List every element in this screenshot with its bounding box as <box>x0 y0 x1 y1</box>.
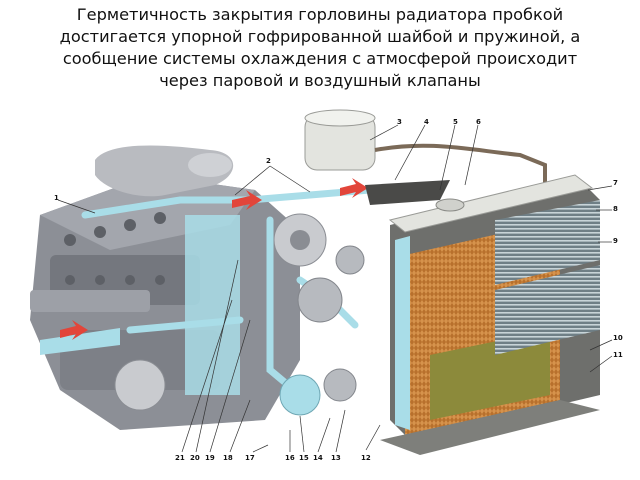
callout-5: 5 <box>453 118 458 126</box>
callout-11: 11 <box>613 351 623 359</box>
callout-12: 12 <box>361 454 371 462</box>
callout-18: 18 <box>223 454 233 462</box>
callout-16: 16 <box>285 454 295 462</box>
callout-2: 2 <box>266 157 271 165</box>
callout-15: 15 <box>299 454 309 462</box>
callout-14: 14 <box>313 454 323 462</box>
air-intake <box>95 145 234 197</box>
callout-7: 7 <box>613 179 618 187</box>
callout-numbers: 1 2 3 4 5 6 7 8 9 10 11 12 13 14 15 16 1… <box>54 118 623 462</box>
caption: Герметичность закрытия горловины радиато… <box>0 4 640 92</box>
callout-6: 6 <box>476 118 481 126</box>
callout-1: 1 <box>54 194 59 202</box>
flow-arrows <box>60 178 368 340</box>
caption-line-1: Герметичность закрытия горловины радиато… <box>76 5 564 24</box>
callout-9: 9 <box>613 237 618 245</box>
caption-line-3: сообщение системы охлаждения с атмосферо… <box>62 49 578 68</box>
callout-8: 8 <box>613 205 618 213</box>
callout-3: 3 <box>397 118 402 126</box>
fan-drive <box>114 213 365 416</box>
callout-leaders <box>57 124 613 453</box>
radiator <box>365 174 600 455</box>
callout-13: 13 <box>331 454 341 462</box>
callout-20: 20 <box>190 454 200 462</box>
caption-line-4: через паровой и воздушный клапаны <box>159 71 481 90</box>
callout-21: 21 <box>175 454 185 462</box>
callout-17: 17 <box>245 454 255 462</box>
expansion-tank <box>304 109 547 190</box>
callout-19: 19 <box>205 454 215 462</box>
caption-line-2: достигается упорной гофрированной шайбой… <box>59 27 581 46</box>
callout-4: 4 <box>424 118 429 126</box>
engine-block <box>30 175 300 430</box>
callout-10: 10 <box>613 334 623 342</box>
